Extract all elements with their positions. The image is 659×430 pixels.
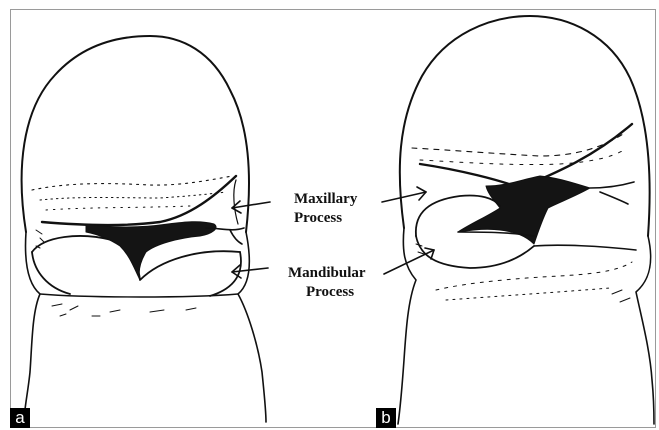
panel-a-frontonasal-ridge: [32, 176, 232, 190]
panel-a-maxillary-line: [42, 176, 236, 225]
mandibular-process-label: Mandibular Process: [288, 264, 366, 302]
panel-b-neck-right: [636, 236, 654, 424]
panel-b-neck-left: [398, 228, 416, 424]
mandibular-label-line-2: Process: [288, 283, 366, 302]
maxillary-process-label: Maxillary Process: [294, 190, 357, 228]
panel-b-sketch: [398, 16, 654, 424]
panel-tag-b: b: [376, 408, 396, 428]
mandibular-label-line-1: Mandibular: [288, 264, 366, 283]
panel-a-neck-outline: [24, 232, 40, 422]
panel-b-stomodeum: [458, 176, 590, 244]
panel-a-sketch: [22, 36, 266, 422]
maxillary-label-line-1: Maxillary: [294, 190, 357, 209]
arrow-mandibular-a: [232, 268, 268, 272]
panel-b-maxillary-line: [420, 124, 632, 188]
panel-a-head-outline: [22, 36, 249, 232]
panel-tag-a: a: [10, 408, 30, 428]
maxillary-label-line-2: Process: [294, 209, 357, 228]
panel-a-neck-right: [238, 232, 266, 422]
